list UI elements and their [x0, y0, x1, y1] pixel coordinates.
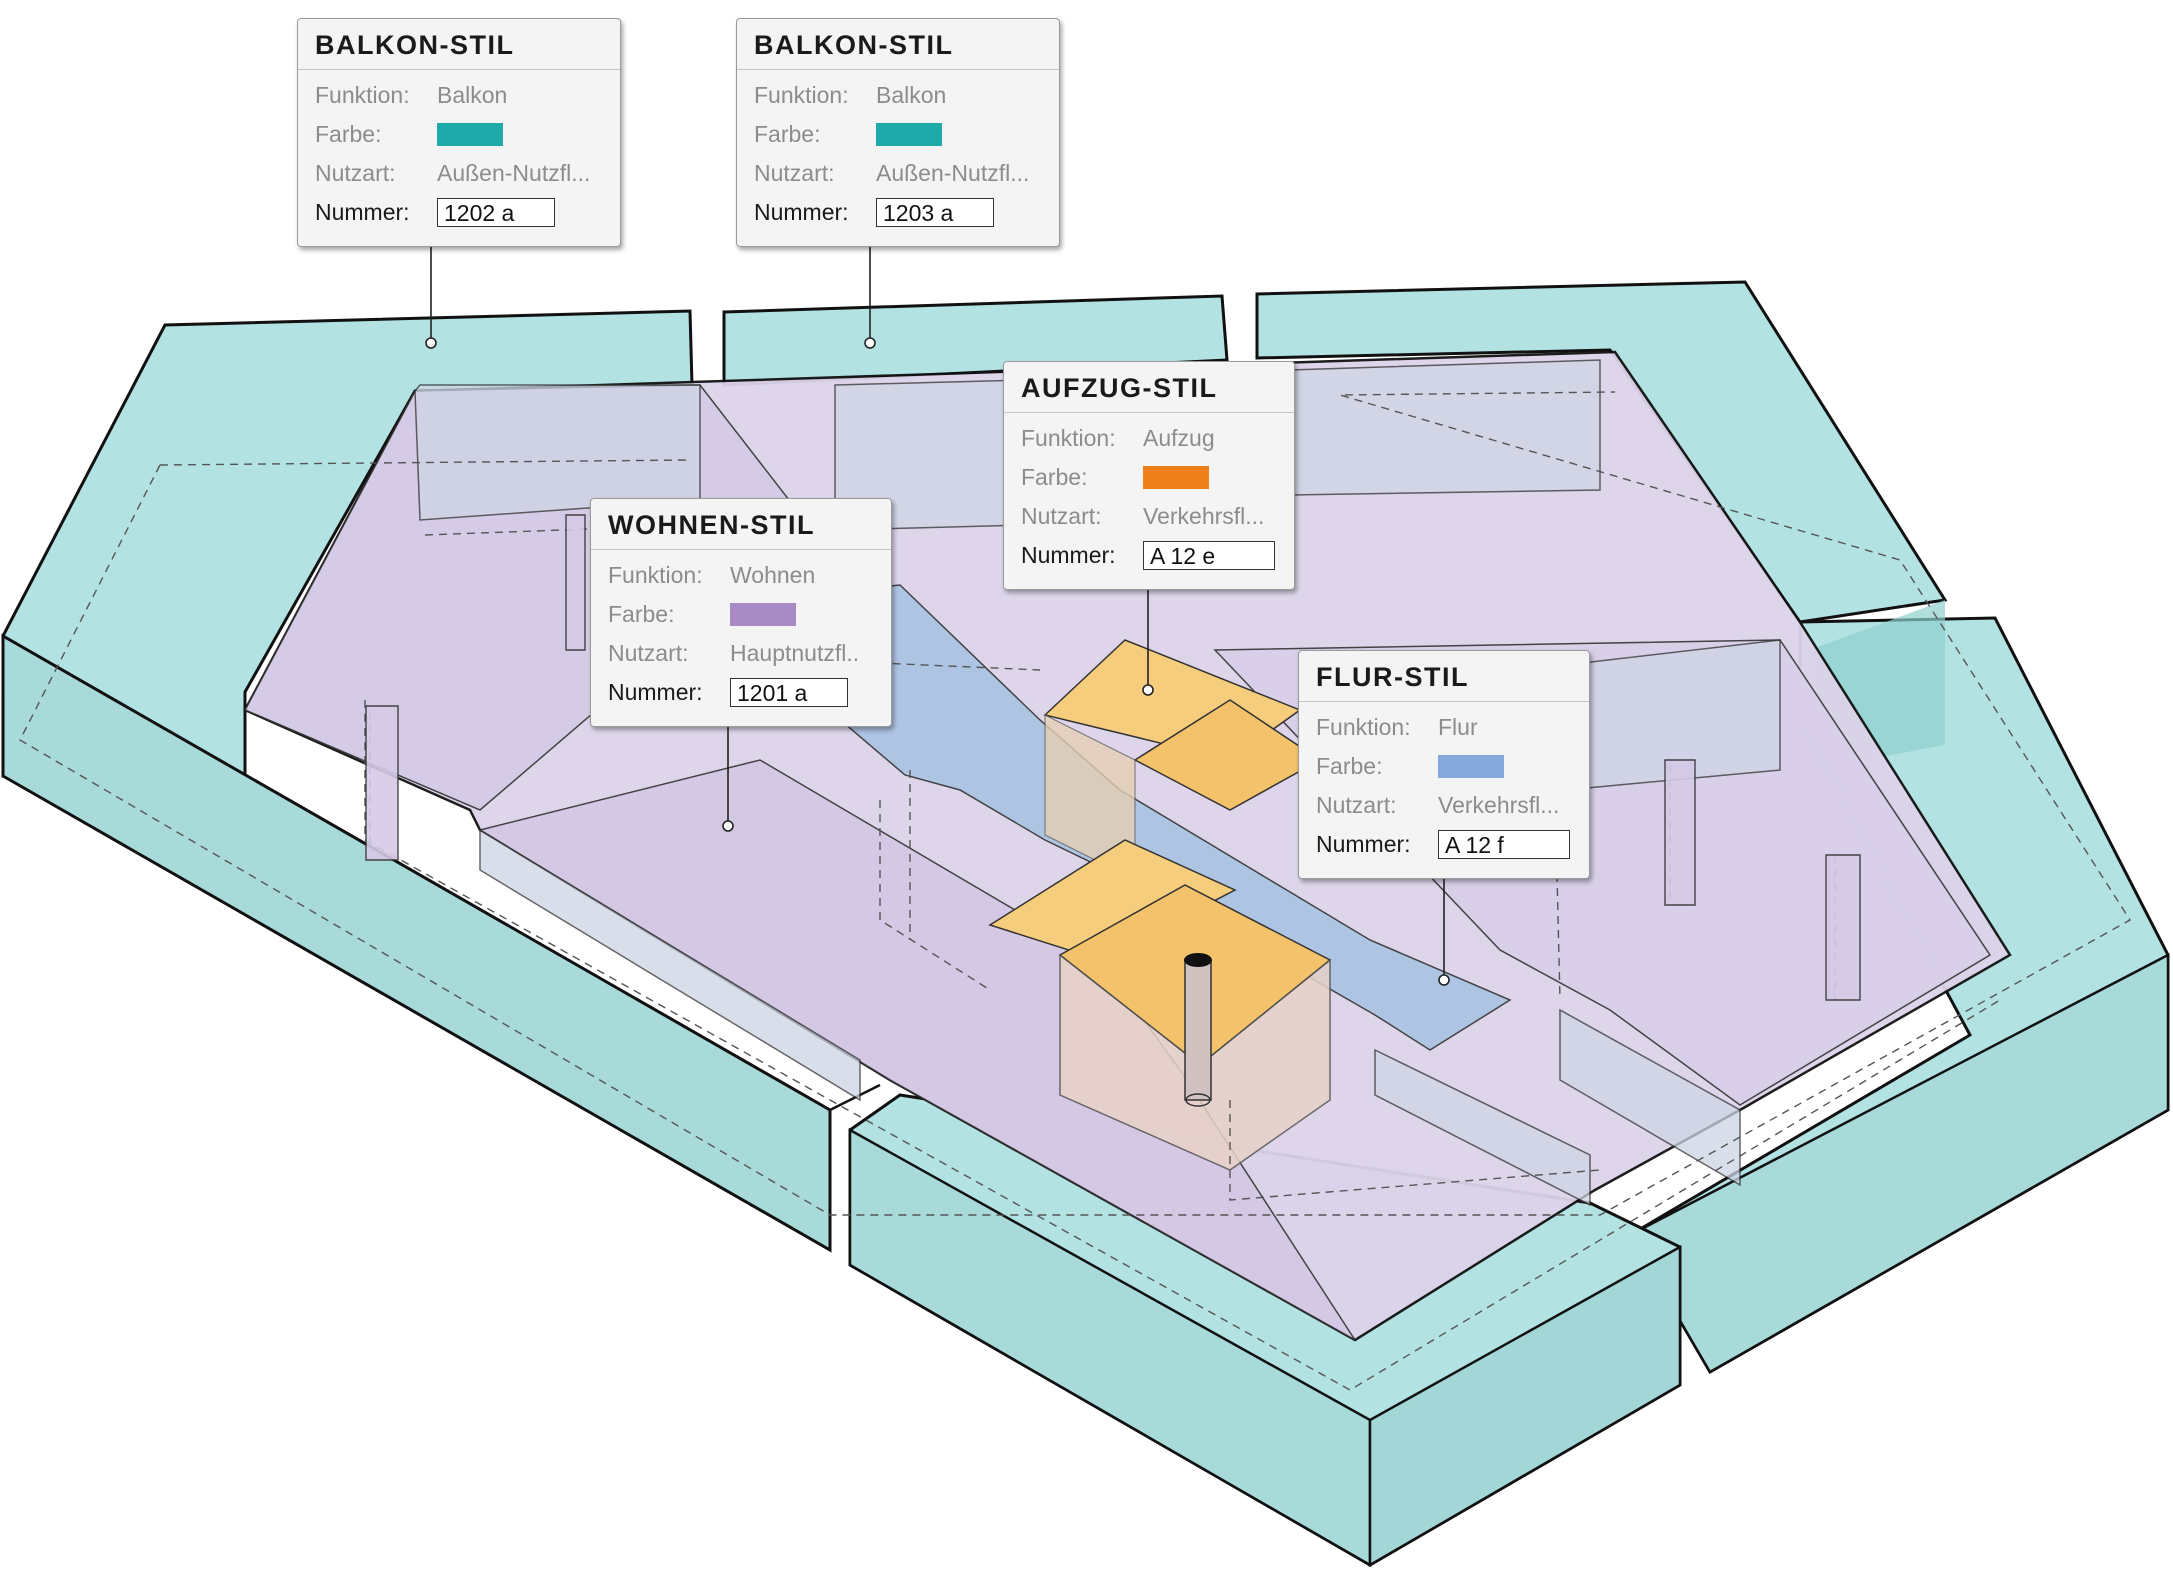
nummer-label: Nummer:: [608, 679, 703, 705]
funktion-label: Funktion:: [754, 82, 849, 108]
nutzart-label: Nutzart:: [1316, 792, 1397, 818]
leader-lines: [425, 242, 1450, 986]
nummer-field[interactable]: 1201 a: [730, 678, 848, 707]
color-swatch[interactable]: [1438, 755, 1504, 778]
nutzart-label: Nutzart:: [315, 160, 396, 186]
style-card-balkon-1203[interactable]: BALKON-STIL Funktion: Balkon Farbe: Nutza…: [736, 18, 1060, 247]
nutzart-value: Verkehrsfl...: [1438, 792, 1560, 818]
nummer-field[interactable]: A 12 f: [1438, 830, 1570, 859]
balcony-volume-right: [1627, 600, 2170, 1375]
funktion-label: Funktion:: [1316, 714, 1411, 740]
funktion-label: Funktion:: [315, 82, 410, 108]
style-card-aufzug[interactable]: AUFZUG-STIL Funktion: Aufzug Farbe: Nutza…: [1003, 361, 1295, 590]
nutzart-label: Nutzart:: [1021, 503, 1102, 529]
nutzart-label: Nutzart:: [608, 640, 689, 666]
funktion-value: Flur: [1438, 714, 1478, 740]
nummer-field[interactable]: 1202 a: [437, 198, 555, 227]
farbe-label: Farbe:: [754, 121, 821, 147]
funktion-value: Aufzug: [1143, 425, 1215, 451]
color-swatch[interactable]: [876, 123, 942, 146]
nutzart-value: Außen-Nutzfl...: [876, 160, 1030, 186]
nummer-label: Nummer:: [1021, 542, 1116, 568]
style-card-flur[interactable]: FLUR-STIL Funktion: Flur Farbe: Nutzart: V…: [1298, 650, 1590, 879]
nummer-label: Nummer:: [754, 199, 849, 225]
card-title: FLUR-STIL: [1299, 651, 1589, 702]
style-card-wohnen[interactable]: WOHNEN-STIL Funktion: Wohnen Farbe: Nutza…: [590, 498, 892, 727]
nutzart-label: Nutzart:: [754, 160, 835, 186]
elevator-core-lower: [988, 839, 1332, 1171]
funktion-value: Balkon: [876, 82, 947, 108]
nutzart-value: Verkehrsfl...: [1143, 503, 1265, 529]
nutzart-value: Außen-Nutzfl...: [437, 160, 591, 186]
color-swatch[interactable]: [1143, 466, 1209, 489]
farbe-label: Farbe:: [608, 601, 675, 627]
style-card-balkon-1202[interactable]: BALKON-STIL Funktion: Balkon Farbe: Nutza…: [297, 18, 621, 247]
card-title: BALKON-STIL: [298, 19, 620, 70]
color-swatch[interactable]: [730, 603, 796, 626]
funktion-label: Funktion:: [608, 562, 703, 588]
nummer-field[interactable]: A 12 e: [1143, 541, 1275, 570]
elevator-core-upper: [1043, 639, 1322, 881]
card-title: AUFZUG-STIL: [1004, 362, 1294, 413]
farbe-label: Farbe:: [315, 121, 382, 147]
card-title: BALKON-STIL: [737, 19, 1059, 70]
nummer-field[interactable]: 1203 a: [876, 198, 994, 227]
nutzart-value: Hauptnutzfl..: [730, 640, 860, 666]
nummer-label: Nummer:: [1316, 831, 1411, 857]
card-title: WOHNEN-STIL: [591, 499, 891, 550]
funktion-value: Balkon: [437, 82, 508, 108]
farbe-label: Farbe:: [1316, 753, 1383, 779]
color-swatch[interactable]: [437, 123, 503, 146]
nummer-label: Nummer:: [315, 199, 410, 225]
pillars: [365, 514, 1861, 1001]
funktion-value: Wohnen: [730, 562, 816, 588]
farbe-label: Farbe:: [1021, 464, 1088, 490]
funktion-label: Funktion:: [1021, 425, 1116, 451]
